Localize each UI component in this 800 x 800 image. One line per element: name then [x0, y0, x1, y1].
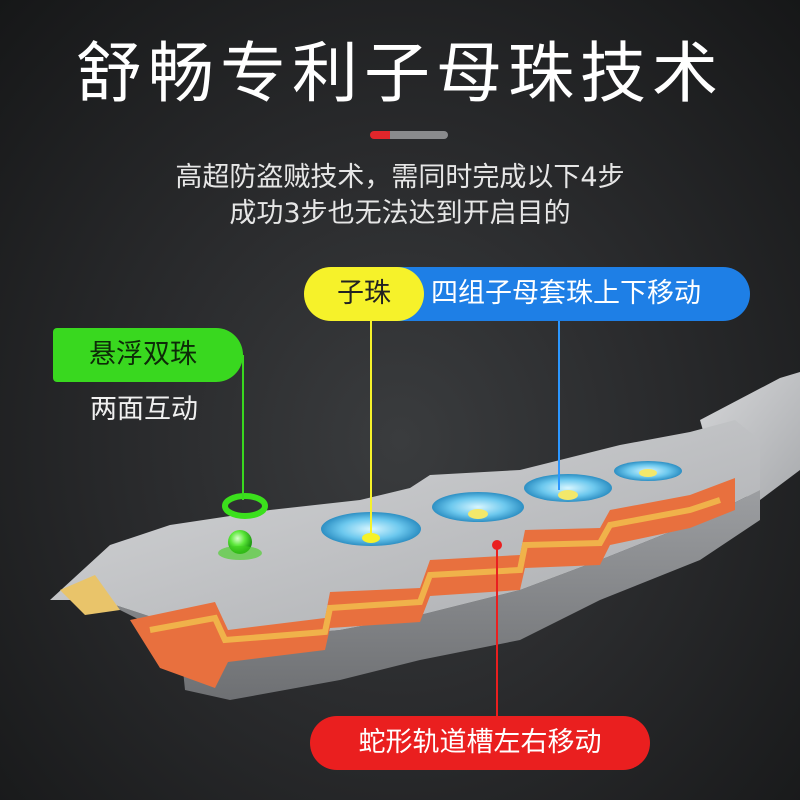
leader-red-dot: [492, 540, 502, 550]
title-divider: [370, 131, 448, 139]
divider-accent: [370, 131, 390, 139]
sub-bead-4: [639, 469, 657, 477]
callout-floating-beads-note: 两面互动: [90, 394, 198, 425]
subtitle-line-2: 成功3步也无法达到开启目的: [229, 198, 571, 229]
sub-bead-2: [468, 509, 488, 519]
callout-bead-groups: 四组子母套珠上下移动: [395, 267, 750, 321]
blade-tip: [60, 575, 120, 615]
subtitle-line-1: 高超防盗贼技术，需同时完成以下4步: [175, 162, 625, 193]
sub-bead-1: [362, 533, 380, 543]
green-ring: [222, 493, 268, 519]
bead-dimple-2: [432, 492, 524, 522]
callout-floating-beads: 悬浮双珠: [53, 328, 243, 382]
green-bead-seat: [218, 546, 262, 560]
page-title: 舒畅专利子母珠技术: [76, 35, 724, 112]
divider-track: [390, 131, 448, 139]
callout-snake-track: 蛇形轨道槽左右移动: [310, 716, 650, 770]
sub-bead-3: [558, 490, 578, 500]
callout-sub-bead: 子珠: [304, 267, 424, 321]
track-highlight: [149, 497, 721, 644]
bead-dimple-3: [524, 474, 612, 502]
